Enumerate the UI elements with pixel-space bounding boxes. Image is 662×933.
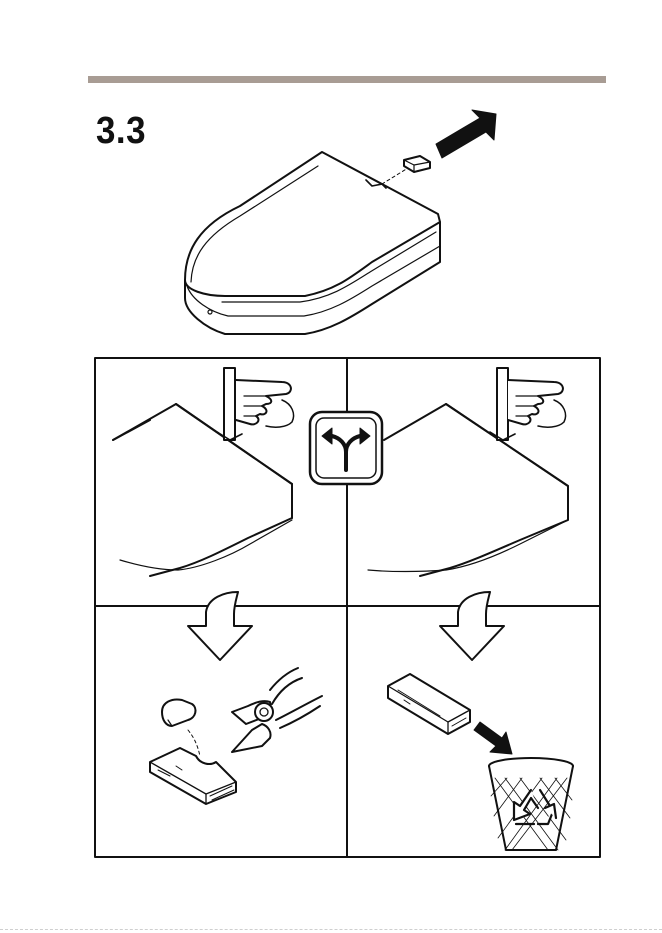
pliers-icon [232, 668, 322, 752]
down-arrow-icon [440, 592, 504, 660]
panel-top-left [113, 368, 294, 576]
recycle-bin-icon [489, 758, 573, 850]
down-arrow-icon [188, 592, 252, 660]
panel-bottom-right [388, 674, 573, 850]
panel-top-right [368, 368, 568, 576]
device-top-view [185, 110, 496, 334]
battery-icon [150, 748, 236, 804]
finger-icon [508, 380, 566, 427]
battery-icon [404, 156, 430, 172]
page-edge [0, 929, 662, 930]
fork-arrows-icon [310, 412, 382, 484]
battery-icon [388, 674, 470, 734]
panel-bottom-left [150, 668, 322, 804]
finger-icon [236, 380, 294, 427]
direction-arrow-icon [436, 110, 496, 158]
